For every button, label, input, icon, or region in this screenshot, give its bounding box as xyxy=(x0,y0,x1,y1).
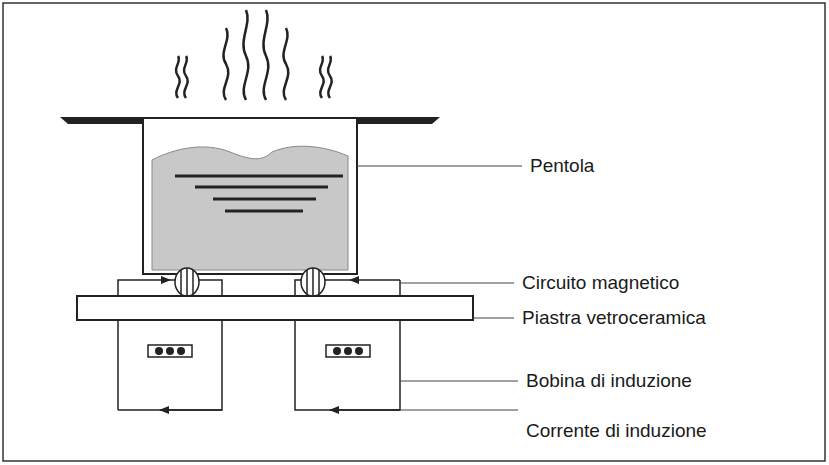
part-label: Piastra vetroceramica xyxy=(522,308,706,329)
part-label: Bobina di induzione xyxy=(526,371,692,392)
pot xyxy=(143,118,357,274)
induction-coil xyxy=(148,345,370,357)
flux-coil xyxy=(175,268,325,296)
glass-plate xyxy=(77,296,473,320)
frame xyxy=(3,3,825,461)
steam xyxy=(176,10,332,100)
leader-line xyxy=(357,166,522,410)
part-label: Circuito magnetico xyxy=(522,273,679,294)
heat-lines xyxy=(175,176,343,211)
water xyxy=(152,146,348,270)
cooktop-rim xyxy=(60,117,143,124)
part-label: Corrente di induzione xyxy=(526,421,707,442)
part-label: Pentola xyxy=(530,156,594,177)
cooktop-rim xyxy=(357,117,440,124)
